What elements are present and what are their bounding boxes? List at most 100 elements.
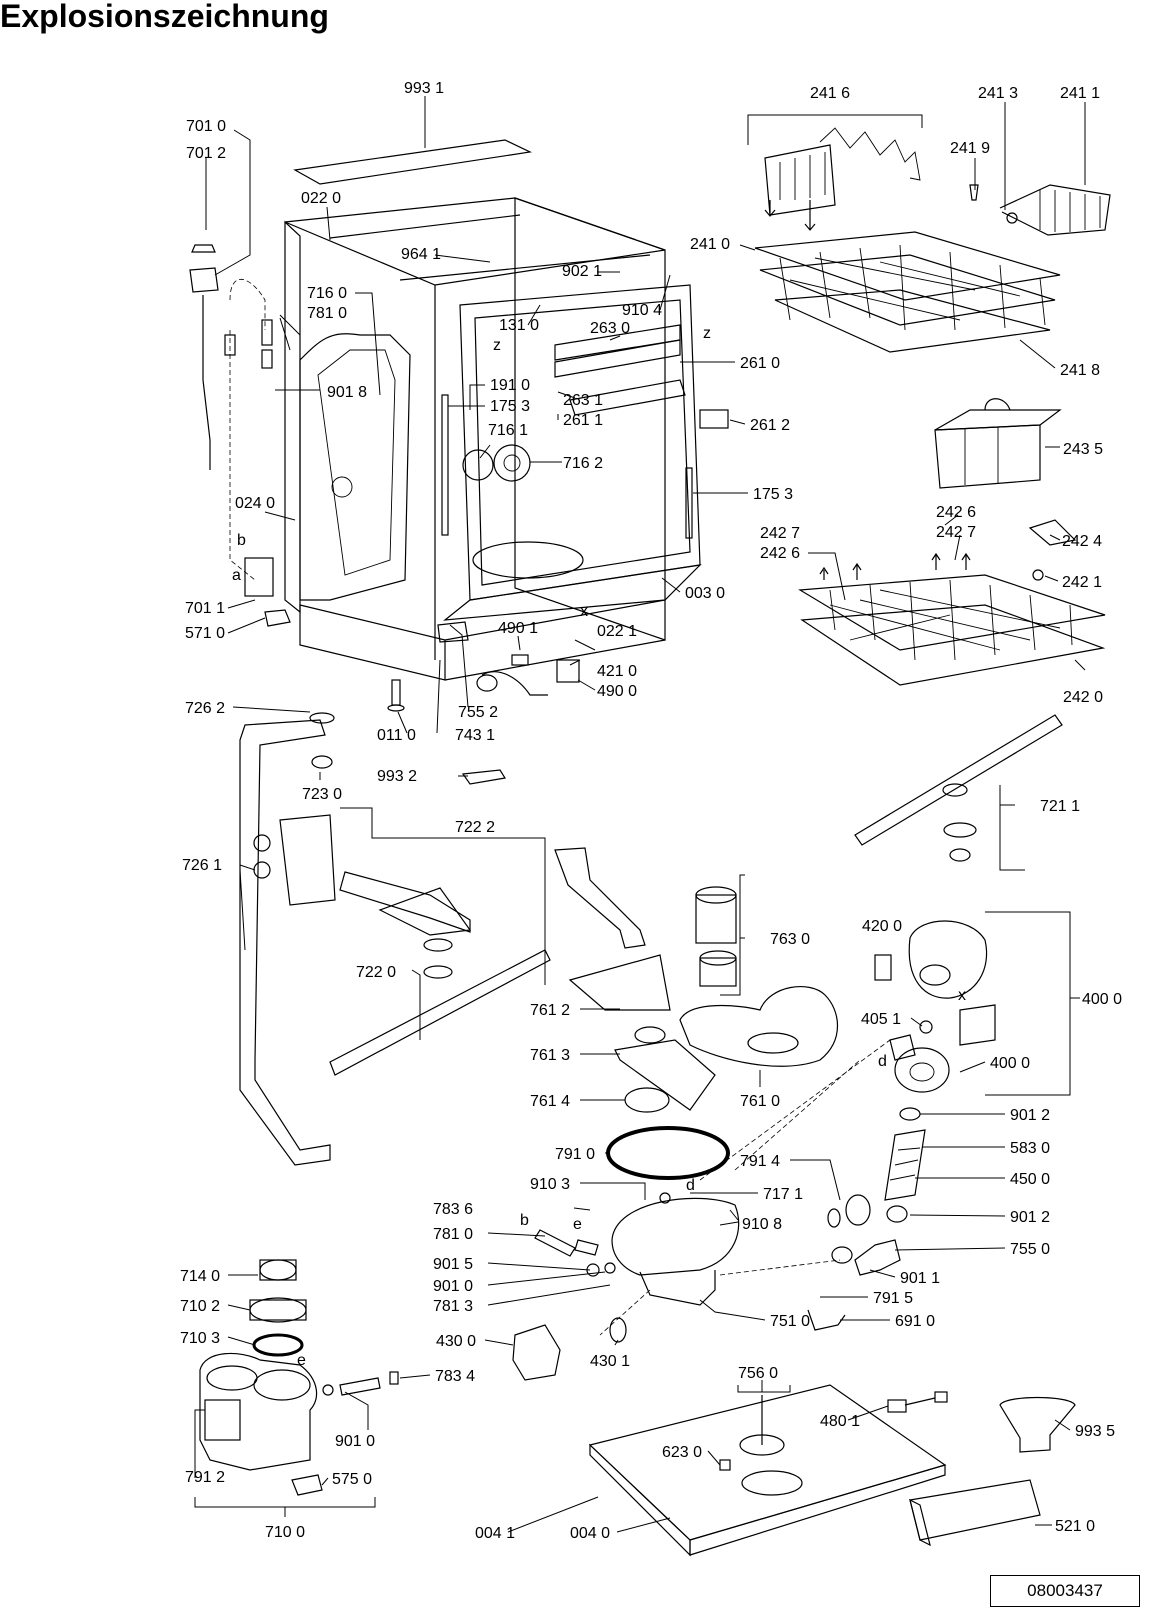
label-241-6: 241 6 (810, 85, 850, 102)
cabinet-frame (189, 139, 729, 785)
marker-z2: z (703, 325, 711, 342)
label-421-0: 421 0 (597, 663, 637, 680)
label-241-0: 241 0 (690, 236, 730, 253)
label-783-6: 783 6 (433, 1201, 473, 1218)
label-716-1: 716 1 (488, 422, 528, 439)
label-191-0: 191 0 (490, 377, 530, 394)
label-726-2: 726 2 (185, 700, 225, 717)
label-490-0: 490 0 (597, 683, 637, 700)
part-labels: 993 1 241 6 241 3 241 1 701 0 701 2 241 … (180, 80, 1122, 1542)
label-901-8: 901 8 (327, 384, 367, 401)
label-011-0: 011 0 (377, 727, 416, 744)
label-901-5: 901 5 (433, 1256, 473, 1273)
label-901-2-a: 901 2 (1010, 1107, 1050, 1124)
label-726-1: 726 1 (182, 857, 222, 874)
label-241-3: 241 3 (978, 85, 1018, 102)
document-number: 08003437 (990, 1575, 1140, 1607)
label-583-0: 583 0 (1010, 1140, 1050, 1157)
label-521-0: 521 0 (1055, 1518, 1095, 1535)
label-131-0: 131 0 (499, 317, 539, 334)
label-004-0: 004 0 (570, 1525, 610, 1542)
label-175-3-a: 175 3 (490, 398, 530, 415)
sump-and-pump (512, 886, 996, 1381)
marker-e: e (573, 1216, 582, 1233)
label-241-8: 241 8 (1060, 362, 1100, 379)
label-710-2: 710 2 (180, 1298, 220, 1315)
marker-a: a (232, 567, 241, 584)
label-723-0: 723 0 (302, 786, 342, 803)
label-755-2: 755 2 (458, 704, 498, 721)
marker-d2: d (878, 1053, 887, 1070)
label-763-0: 763 0 (770, 931, 810, 948)
label-901-2-b: 901 2 (1010, 1209, 1050, 1226)
label-701-2: 701 2 (186, 145, 226, 162)
label-400-0-a: 400 0 (1082, 991, 1122, 1008)
label-721-1: 721 1 (1040, 798, 1080, 815)
label-710-3: 710 3 (180, 1330, 220, 1347)
label-761-2: 761 2 (530, 1002, 570, 1019)
label-405-1: 405 1 (861, 1011, 901, 1028)
label-400-0-b: 400 0 (990, 1055, 1030, 1072)
label-716-2: 716 2 (563, 455, 603, 472)
label-263-0: 263 0 (590, 320, 630, 337)
label-910-3: 910 3 (530, 1176, 570, 1193)
marker-x2: x (958, 987, 966, 1004)
label-243-5: 243 5 (1063, 441, 1103, 458)
label-490-1: 490 1 (498, 620, 538, 637)
label-242-7-b: 242 7 (936, 524, 976, 541)
label-791-0: 791 0 (555, 1146, 595, 1163)
label-024-0: 024 0 (235, 495, 275, 512)
label-450-0: 450 0 (1010, 1171, 1050, 1188)
label-781-3: 781 3 (433, 1298, 473, 1315)
marker-b2: b (520, 1212, 529, 1229)
label-242-0: 242 0 (1063, 689, 1103, 706)
label-710-0: 710 0 (265, 1524, 305, 1541)
marker-z: z (493, 337, 501, 354)
label-022-0: 022 0 (301, 190, 341, 207)
label-571-0: 571 0 (185, 625, 225, 642)
label-901-0-a: 901 0 (433, 1278, 473, 1295)
page-title: Explosionszeichnung (0, 0, 329, 34)
label-751-0: 751 0 (770, 1313, 810, 1330)
label-242-1: 242 1 (1062, 574, 1102, 591)
label-781-0-b: 781 0 (433, 1226, 473, 1243)
label-575-0: 575 0 (332, 1471, 372, 1488)
label-241-9: 241 9 (950, 140, 990, 157)
label-241-1: 241 1 (1060, 85, 1100, 102)
marker-x: x (580, 603, 588, 620)
marker-e2: e (297, 1352, 306, 1369)
label-901-0-b: 901 0 (335, 1433, 375, 1450)
label-761-0: 761 0 (740, 1093, 780, 1110)
label-261-1: 261 1 (563, 412, 603, 429)
label-791-2: 791 2 (185, 1469, 225, 1486)
base-tray (588, 1384, 1076, 1557)
label-743-1: 743 1 (455, 727, 495, 744)
label-722-0: 722 0 (356, 964, 396, 981)
label-242-6-a: 242 6 (936, 504, 976, 521)
label-755-0: 755 0 (1010, 1241, 1050, 1258)
label-430-1: 430 1 (590, 1353, 630, 1370)
label-756-0: 756 0 (738, 1365, 778, 1382)
label-263-1: 263 1 (563, 392, 603, 409)
label-175-3-b: 175 3 (753, 486, 793, 503)
spray-system (239, 712, 1063, 1166)
label-717-1: 717 1 (763, 1186, 803, 1203)
label-022-1: 022 1 (597, 623, 637, 640)
label-902-1: 902 1 (562, 263, 602, 280)
label-791-5: 791 5 (873, 1290, 913, 1307)
marker-b: b (237, 532, 246, 549)
label-791-4: 791 4 (740, 1153, 780, 1170)
label-261-0: 261 0 (740, 355, 780, 372)
label-261-2: 261 2 (750, 417, 790, 434)
leader-lines (194, 96, 1086, 1533)
label-004-1: 004 1 (475, 1525, 515, 1542)
label-993-2: 993 2 (377, 768, 417, 785)
label-242-7-a: 242 7 (760, 525, 800, 542)
label-701-1: 701 1 (185, 600, 225, 617)
label-242-4: 242 4 (1062, 533, 1102, 550)
label-761-4: 761 4 (530, 1093, 570, 1110)
label-242-6-b: 242 6 (760, 545, 800, 562)
label-722-2: 722 2 (455, 819, 495, 836)
label-480-1: 480 1 (820, 1413, 860, 1430)
